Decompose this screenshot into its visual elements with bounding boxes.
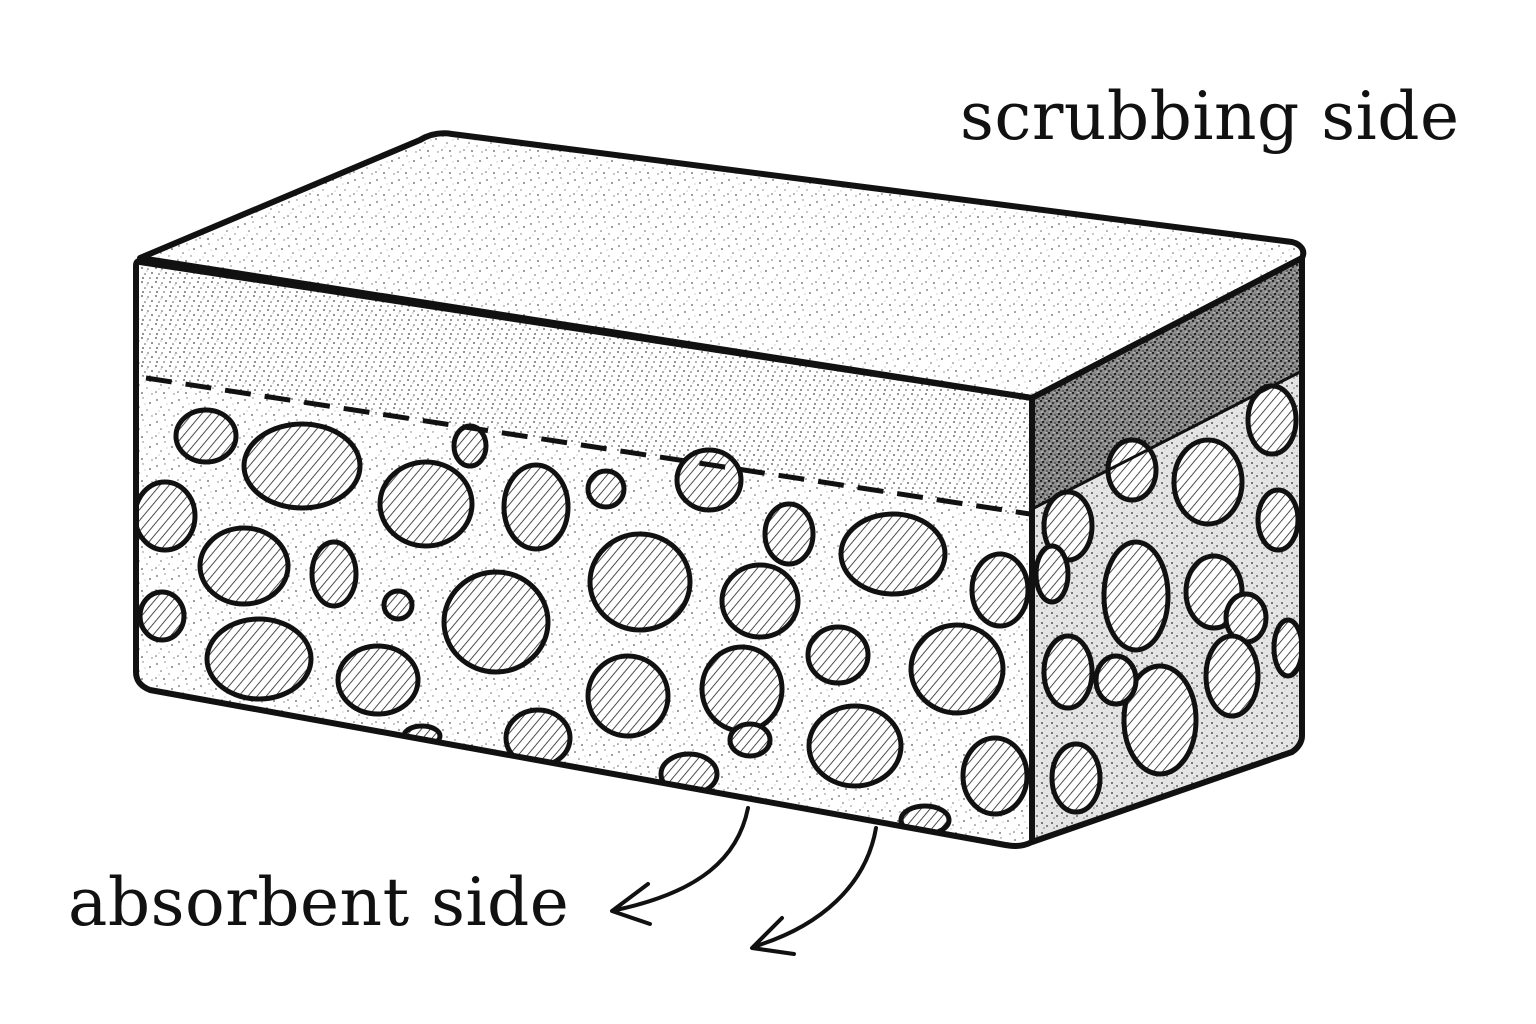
- scrubbing-side-label: scrubbing side: [960, 78, 1460, 155]
- arrow-curve-2: [754, 826, 878, 948]
- scrubbing-layer-front: [140, 262, 1032, 516]
- arrow-head-1: [610, 882, 652, 926]
- absorbent-pores-front: [136, 407, 1031, 837]
- absorbent-pores-side: [1033, 383, 1302, 815]
- scrubbing-layer-side: [1032, 258, 1302, 508]
- pointer-arrows: [610, 806, 878, 956]
- sponge-top-face: [137, 130, 1307, 401]
- sponge-outline-side: [1030, 255, 1305, 845]
- arrow-curve-1: [614, 806, 750, 912]
- sponge-outline-front: [133, 258, 1035, 849]
- absorbent-side-label: absorbent side: [68, 864, 570, 941]
- layer-boundary-line: [145, 375, 1031, 517]
- side-layer-boundary: [1033, 370, 1301, 510]
- arrow-head-2: [750, 916, 796, 956]
